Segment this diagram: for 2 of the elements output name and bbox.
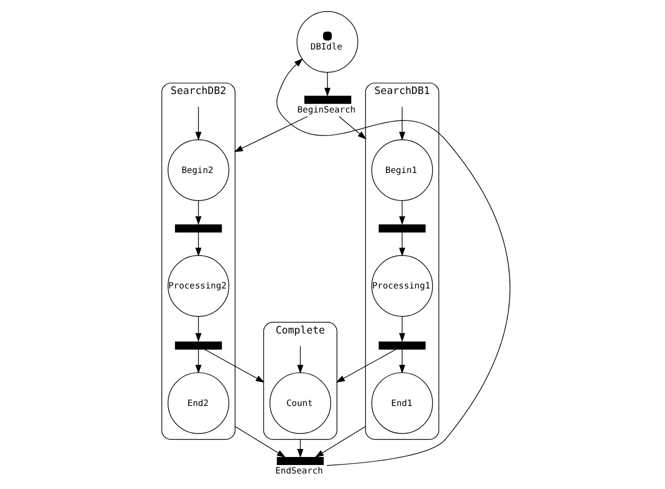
node-label: EndSearch <box>274 466 322 477</box>
node-label: BeginSearch <box>296 105 356 116</box>
